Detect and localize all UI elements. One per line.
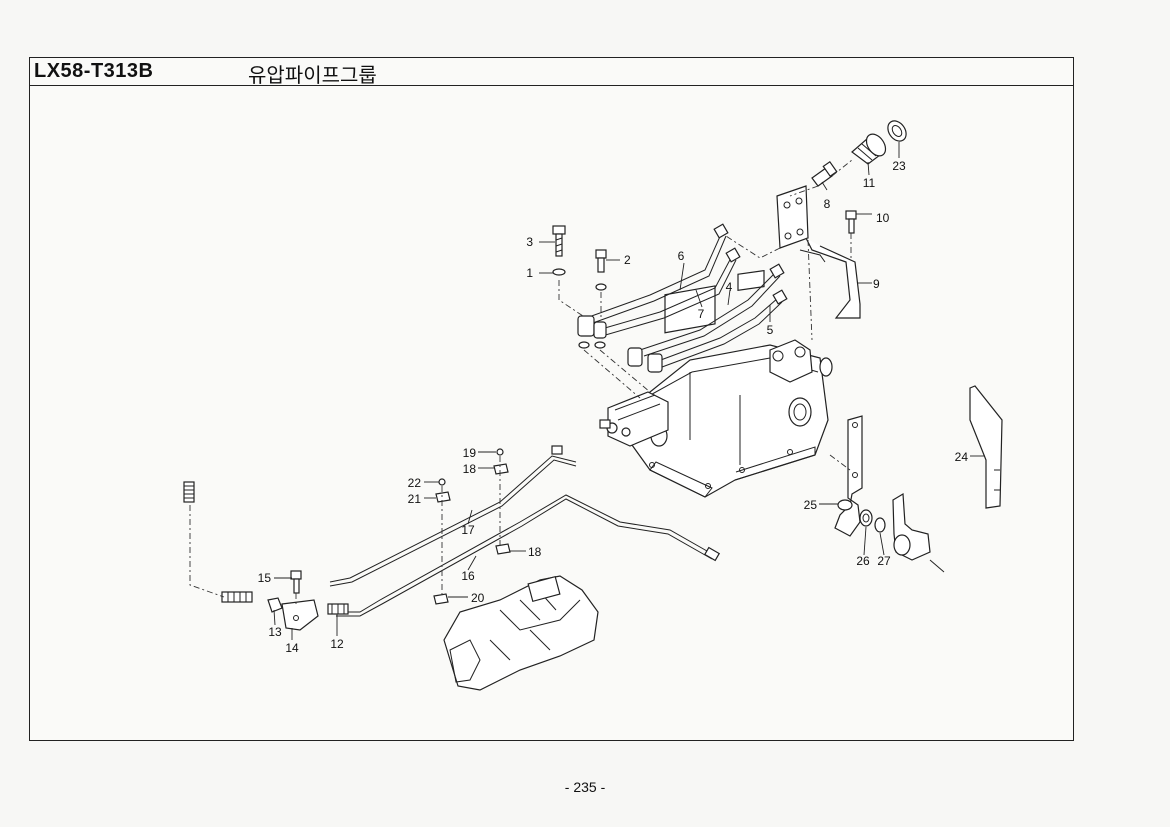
callout-17: 17 — [461, 523, 475, 537]
callout-22: 22 — [408, 476, 422, 490]
callout-16: 16 — [461, 569, 475, 583]
control-body — [892, 492, 945, 573]
callout-4: 4 — [726, 280, 733, 294]
bracket-14 — [281, 599, 319, 631]
dust-cap-23 — [887, 120, 907, 142]
callout-25: 25 — [804, 498, 818, 512]
callout-23: 23 — [892, 159, 906, 173]
pipe-4 — [639, 263, 785, 357]
callout-3: 3 — [526, 235, 533, 249]
pipe-6 — [585, 223, 729, 325]
bracket-9 — [776, 185, 861, 319]
callout-5: 5 — [767, 323, 774, 337]
callout-27: 27 — [877, 554, 891, 568]
callout-21: 21 — [408, 492, 422, 506]
callout-2: 2 — [624, 253, 631, 267]
quick-coupler-11 — [851, 133, 887, 165]
guide-plate-24 — [969, 385, 1003, 509]
control-valve-block — [599, 391, 669, 447]
leader-lines — [273, 142, 985, 640]
pipe-16 — [336, 494, 721, 617]
callout-11: 11 — [863, 176, 876, 190]
title-block: LX58-T313B 유압파이프그룹 — [30, 58, 1073, 87]
callout-9: 9 — [873, 277, 880, 291]
lift-cover-housing — [631, 269, 833, 498]
washer-1 — [552, 268, 566, 276]
callout-20: 20 — [471, 591, 485, 605]
callout-14: 14 — [285, 641, 299, 655]
model-code: LX58-T313B — [34, 60, 154, 82]
assembly-centerlines — [189, 159, 853, 604]
callout-7: 7 — [698, 307, 705, 321]
lever-25 — [834, 415, 863, 537]
callout-6: 6 — [678, 249, 685, 263]
bolt-10 — [845, 210, 857, 234]
pipe-fitting-sleeves — [577, 315, 663, 373]
callout-1: 1 — [526, 266, 533, 280]
callout-18a: 18 — [463, 462, 477, 476]
callout-19: 19 — [463, 446, 477, 460]
hydraulic-hose-end — [183, 481, 253, 603]
nut-13 — [267, 597, 283, 613]
callout-15: 15 — [258, 571, 272, 585]
page-number: - 235 - — [564, 779, 606, 795]
callout-10: 10 — [876, 211, 890, 225]
hollow-bolt-2 — [595, 249, 607, 291]
callout-26: 26 — [856, 554, 870, 568]
bolt-15 — [290, 570, 302, 594]
callout-8: 8 — [824, 197, 831, 211]
snap-ring-27 — [874, 517, 886, 533]
transmission-assembly — [443, 575, 599, 691]
callout-12: 12 — [330, 637, 344, 651]
callout-13: 13 — [268, 625, 282, 639]
group-title: 유압파이프그룹 — [248, 63, 377, 87]
adapter-8 — [811, 160, 838, 187]
callout-24: 24 — [955, 450, 969, 464]
bolt-3 — [552, 225, 566, 257]
callout-labels: 1 2 3 4 5 6 7 8 9 10 11 12 13 14 15 16 1… — [258, 159, 969, 655]
pipe-7 — [597, 247, 741, 337]
elbow-fitting-12 — [327, 603, 349, 615]
pipe-clamps-18-21 — [433, 448, 511, 605]
pipe-5 — [649, 289, 788, 371]
callout-18b: 18 — [528, 545, 542, 559]
washer-26 — [859, 509, 873, 527]
